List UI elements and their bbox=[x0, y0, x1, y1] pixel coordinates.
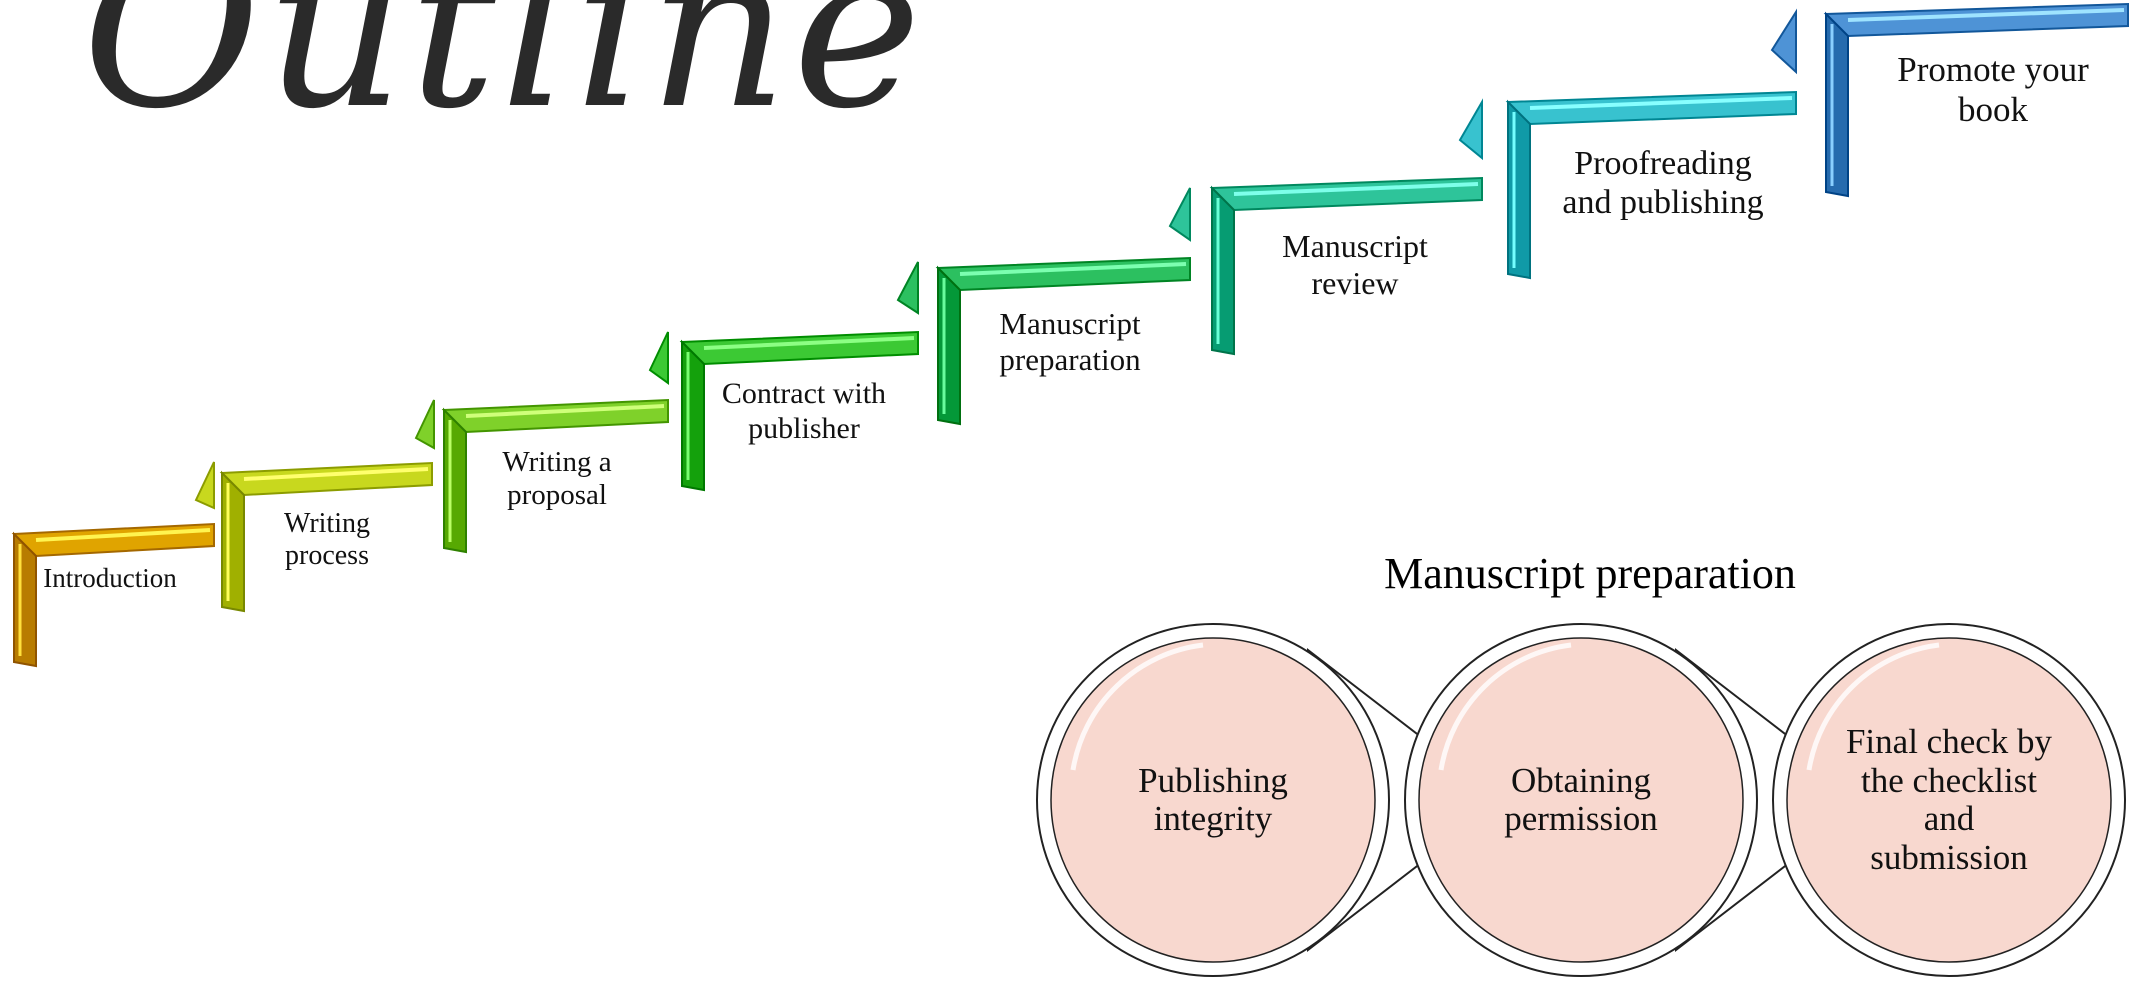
step-label: Contract with publisher bbox=[721, 377, 887, 445]
circle-fill bbox=[1418, 637, 1744, 963]
step-highlight bbox=[1847, 8, 2125, 22]
step-highlight bbox=[465, 404, 665, 418]
step-post bbox=[13, 531, 37, 668]
detail-title: Manuscript preparation bbox=[1384, 549, 1796, 598]
step-6 bbox=[1209, 98, 1483, 356]
step-label: Promote your book bbox=[1897, 50, 2089, 130]
step-highlight bbox=[35, 528, 211, 542]
step-label: Introduction bbox=[43, 563, 177, 593]
step-5 bbox=[935, 187, 1191, 426]
step-label: Proofreading and publishing bbox=[1562, 145, 1764, 222]
circle-sheen bbox=[1806, 642, 1940, 771]
circle-label: Publishing integrity bbox=[1138, 760, 1288, 838]
step-label: Writing process bbox=[284, 508, 370, 572]
step-highlight bbox=[959, 262, 1187, 276]
step-connector bbox=[648, 331, 669, 385]
circle-label: Final check by the checklist and submiss… bbox=[1845, 722, 2053, 877]
step-highlight bbox=[1233, 182, 1479, 196]
step-connector bbox=[1770, 8, 1797, 75]
step-highlight bbox=[1529, 96, 1793, 110]
page-title: Outline bbox=[82, 0, 926, 157]
step-highlight bbox=[243, 467, 429, 481]
step-connector bbox=[414, 399, 435, 450]
circle-fill bbox=[1050, 637, 1376, 963]
step-highlight bbox=[703, 336, 915, 350]
process-circles bbox=[1036, 623, 2126, 977]
circle-label: Obtaining permission bbox=[1504, 760, 1658, 838]
circle-sheen bbox=[1438, 642, 1572, 771]
step-7 bbox=[1505, 8, 1797, 280]
circle-fill bbox=[1786, 637, 2112, 963]
step-4 bbox=[679, 261, 919, 492]
step-connector bbox=[194, 461, 215, 510]
step-label: Manuscript review bbox=[1282, 228, 1428, 301]
step-label: Manuscript preparation bbox=[999, 306, 1141, 377]
step-connector bbox=[896, 261, 919, 315]
step-connector bbox=[1168, 187, 1191, 242]
step-2 bbox=[219, 399, 435, 613]
step-connector bbox=[1458, 98, 1483, 161]
step-1 bbox=[11, 461, 215, 668]
circle-sheen bbox=[1070, 642, 1204, 771]
step-3 bbox=[441, 331, 669, 554]
step-8 bbox=[1823, 2, 2129, 198]
step-label: Writing a proposal bbox=[502, 446, 612, 512]
